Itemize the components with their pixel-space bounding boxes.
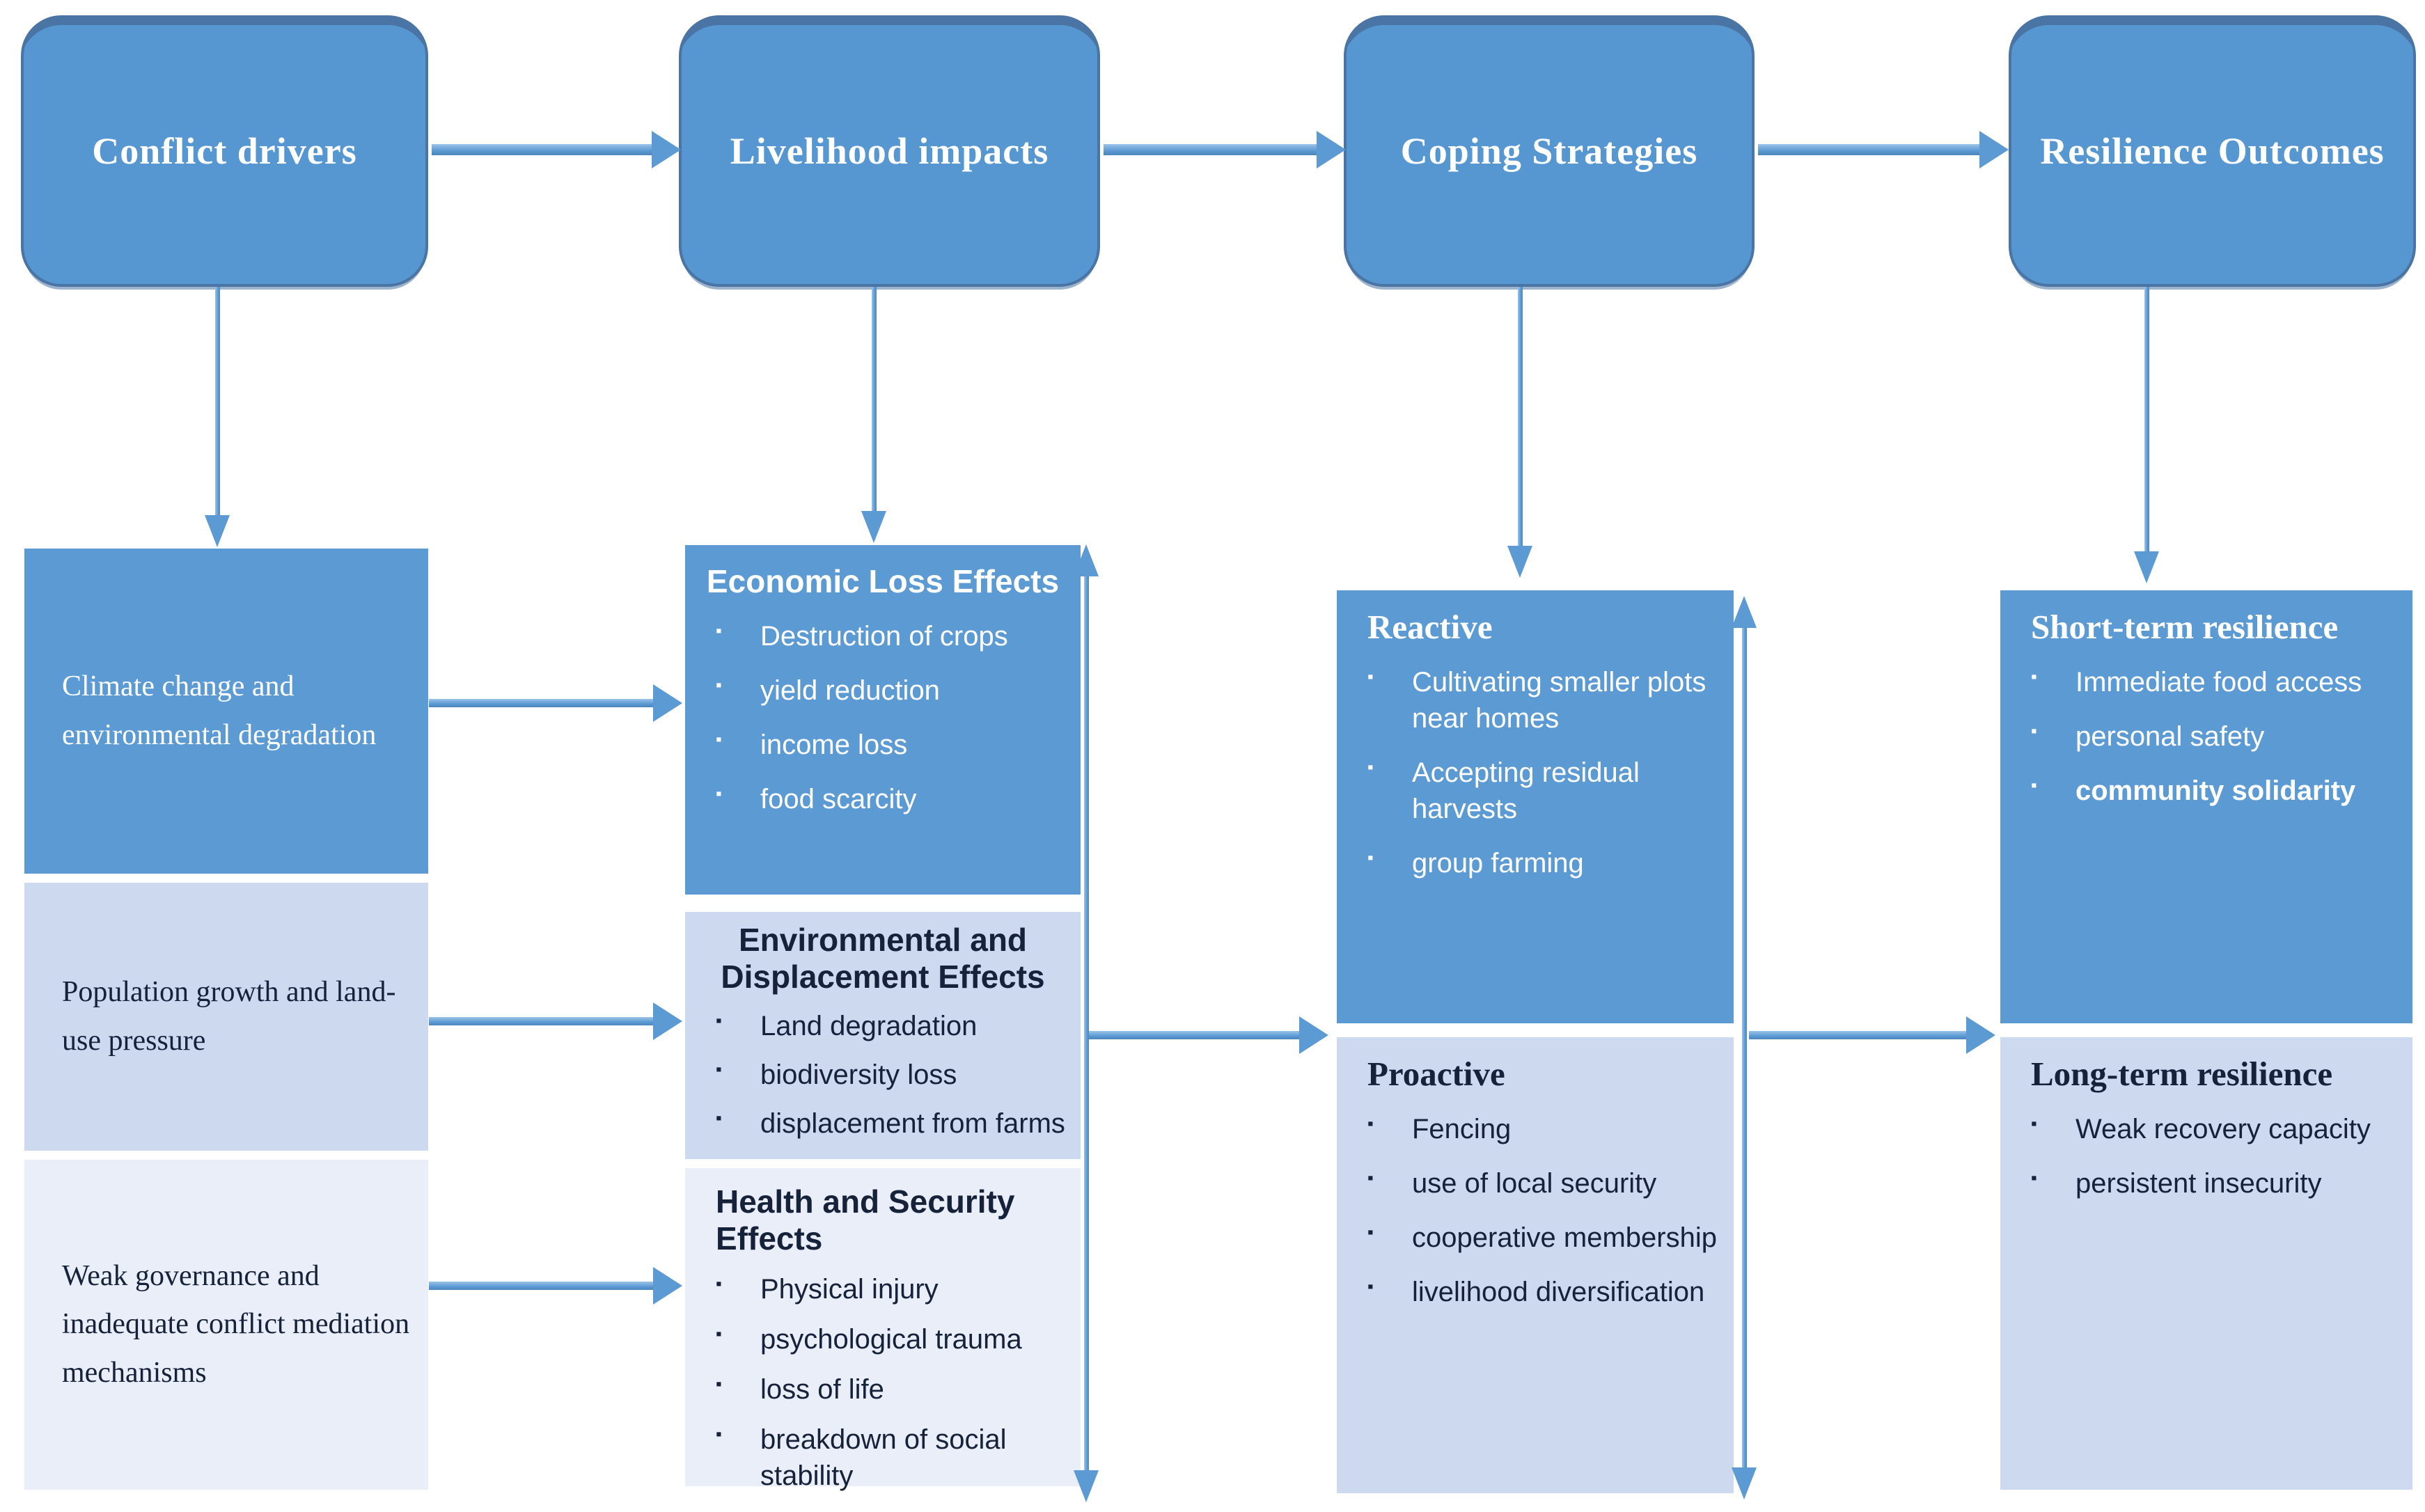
bullet-list: Fencing use of local security cooperativ… xyxy=(1337,1111,1734,1310)
box-text: Population growth and land-use pressure xyxy=(62,976,396,1057)
box-text: Climate change and environmental degrada… xyxy=(62,670,377,751)
box-reactive: Reactive Cultivating smaller plots near … xyxy=(1337,590,1734,1023)
header-label: Resilience Outcomes xyxy=(2040,130,2385,172)
bullet-item: Physical injury xyxy=(685,1271,1071,1307)
box-text: Weak governance and inadequate conflict … xyxy=(62,1260,410,1389)
header-resilience-outcomes: Resilience Outcomes xyxy=(2009,15,2416,287)
bullet-item: yield reduction xyxy=(685,672,1071,709)
bullet-item: Destruction of crops xyxy=(685,618,1071,654)
bullet-item: Accepting residual harvests xyxy=(1337,755,1724,827)
bullet-item: Fencing xyxy=(1337,1111,1724,1147)
box-title: Economic Loss Effects xyxy=(706,563,1060,599)
box-short-term-resilience: Short-term resilience Immediate food acc… xyxy=(2000,590,2412,1023)
header-coping-strategies: Coping Strategies xyxy=(1344,15,1755,287)
bullet-item: psychological trauma xyxy=(685,1321,1071,1357)
bullet-list: Immediate food access personal safety co… xyxy=(2000,664,2412,809)
bullet-list: Physical injury psychological trauma los… xyxy=(685,1271,1081,1494)
bullet-item: breakdown of social stability xyxy=(685,1422,1071,1494)
bullet-item: food scarcity xyxy=(685,781,1071,817)
box-title: Proactive xyxy=(1367,1055,1505,1093)
bullet-item: cooperative membership xyxy=(1337,1220,1724,1256)
box-title: Environmental and Displacement Effects xyxy=(721,922,1045,995)
box-title: Long-term resilience xyxy=(2031,1055,2333,1093)
header-livelihood-impacts: Livelihood impacts xyxy=(679,15,1100,287)
bullet-item: Weak recovery capacity xyxy=(2000,1111,2403,1147)
bullet-item: Cultivating smaller plots near homes xyxy=(1337,664,1724,737)
bullet-item: personal safety xyxy=(2000,718,2403,755)
bullet-item: displacement from farms xyxy=(685,1105,1071,1142)
bullet-item: biodiversity loss xyxy=(685,1057,1071,1093)
box-title: Short-term resilience xyxy=(2031,608,2339,646)
box-population-growth: Population growth and land-use pressure xyxy=(24,883,428,1151)
box-environmental-displacement: Environmental and Displacement Effects L… xyxy=(685,912,1081,1159)
box-long-term-resilience: Long-term resilience Weak recovery capac… xyxy=(2000,1037,2412,1490)
header-label: Livelihood impacts xyxy=(730,130,1049,172)
bullet-list: Weak recovery capacity persistent insecu… xyxy=(2000,1111,2412,1202)
header-conflict-drivers: Conflict drivers xyxy=(21,15,428,287)
box-proactive: Proactive Fencing use of local security … xyxy=(1337,1037,1734,1493)
bullet-list: Land degradation biodiversity loss displ… xyxy=(685,1008,1081,1142)
bullet-item: group farming xyxy=(1337,845,1724,881)
bullet-item: livelihood diversification xyxy=(1337,1274,1724,1310)
box-title: Reactive xyxy=(1367,608,1493,646)
box-climate-change: Climate change and environmental degrada… xyxy=(24,549,428,874)
bullet-item: use of local security xyxy=(1337,1165,1724,1202)
bullet-item: income loss xyxy=(685,727,1071,763)
bullet-item: persistent insecurity xyxy=(2000,1165,2403,1202)
box-health-security: Health and Security Effects Physical inj… xyxy=(685,1168,1081,1491)
header-label: Conflict drivers xyxy=(92,130,357,172)
box-weak-governance: Weak governance and inadequate conflict … xyxy=(24,1160,428,1490)
bullet-list: Destruction of crops yield reduction inc… xyxy=(685,618,1081,817)
bullet-item: loss of life xyxy=(685,1371,1071,1408)
header-label: Coping Strategies xyxy=(1400,130,1698,172)
box-title: Health and Security Effects xyxy=(716,1183,1015,1257)
bullet-item: Land degradation xyxy=(685,1008,1071,1044)
bullet-item: community solidarity xyxy=(2000,773,2403,809)
bullet-list: Cultivating smaller plots near homes Acc… xyxy=(1337,664,1734,881)
box-economic-loss: Economic Loss Effects Destruction of cro… xyxy=(685,545,1081,895)
bullet-item: Immediate food access xyxy=(2000,664,2403,700)
